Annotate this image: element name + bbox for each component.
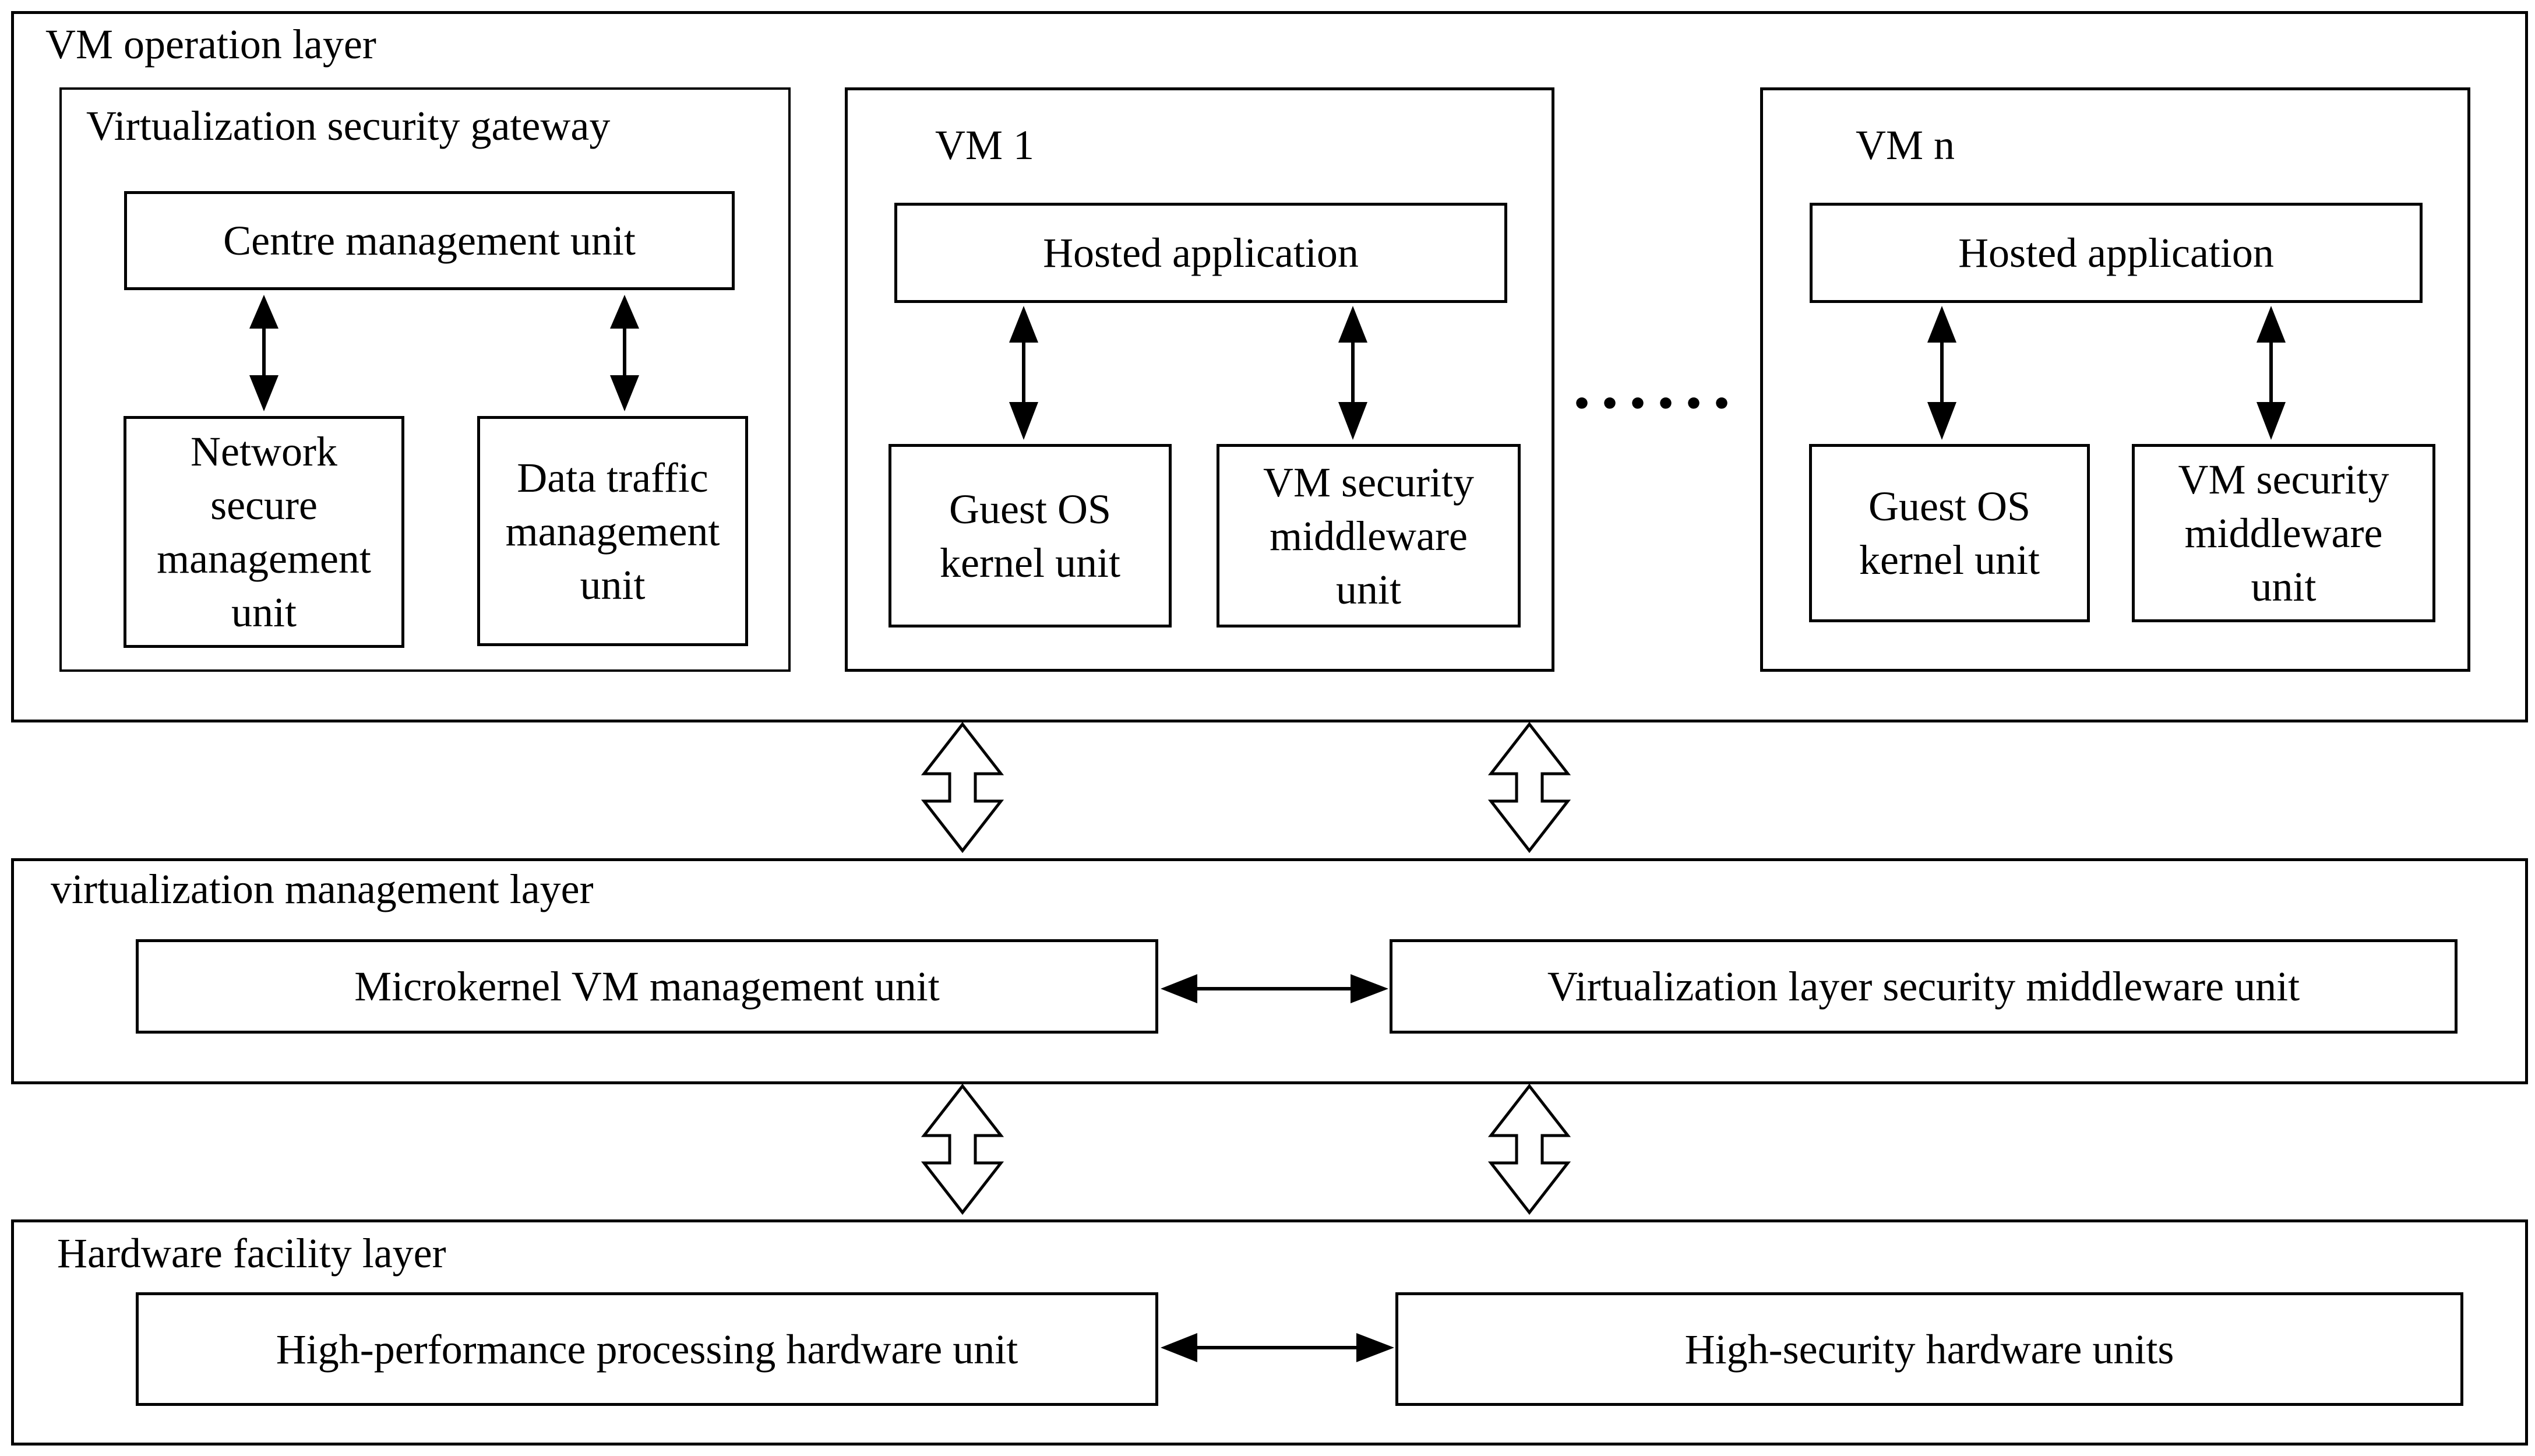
vm-n-title: VM n <box>1856 122 1955 168</box>
arrow-vm1-hosted-guest-os <box>1009 306 1038 440</box>
vm-n-hosted-application: Hosted application <box>1810 203 2423 303</box>
hollow-arrow-mgmt-to-hw-left <box>921 1083 1004 1215</box>
gateway-title: Virtualization security gateway <box>86 103 611 149</box>
network-secure-management-unit: Network secure management unit <box>124 416 404 648</box>
arrow-vm1-hosted-vm-security <box>1338 306 1367 440</box>
hollow-arrow-vm-to-mgmt-left <box>921 721 1004 854</box>
virtualization-management-layer-title: virtualization management layer <box>51 866 594 912</box>
hollow-arrow-vm-to-mgmt-right <box>1487 721 1571 854</box>
vm-ellipsis: ...... <box>1573 346 1741 423</box>
vm-1-vm-security-middleware-unit: VM security middleware unit <box>1217 444 1521 627</box>
microkernel-vm-management-unit: Microkernel VM management unit <box>136 939 1158 1034</box>
vm-n-guest-os-kernel-unit: Guest OS kernel unit <box>1809 444 2090 622</box>
vm-n-vm-security-middleware-unit: VM security middleware unit <box>2132 444 2435 622</box>
arrow-centre-network <box>249 295 278 411</box>
hollow-arrow-mgmt-to-hw-right <box>1487 1083 1571 1215</box>
vm-1-hosted-application: Hosted application <box>894 203 1507 303</box>
data-traffic-management-unit: Data traffic management unit <box>477 416 748 646</box>
hardware-facility-layer-title: Hardware facility layer <box>57 1230 446 1277</box>
arrow-vmn-hosted-guest-os <box>1927 306 1956 440</box>
high-security-hardware-units: High-security hardware units <box>1395 1292 2463 1406</box>
vm-1-title: VM 1 <box>935 122 1035 168</box>
arrow-vmn-hosted-vm-security <box>2257 306 2286 440</box>
vm-operation-layer-title: VM operation layer <box>45 21 376 68</box>
centre-management-unit: Centre management unit <box>124 191 735 290</box>
arrow-centre-data-traffic <box>610 295 639 411</box>
virtualization-layer-security-middleware-unit: Virtualization layer security middleware… <box>1390 939 2458 1034</box>
arrow-processing-security-hardware <box>1161 1333 1394 1362</box>
arrow-microkernel-security-middleware <box>1161 974 1388 1003</box>
high-performance-processing-hardware-unit: High-performance processing hardware uni… <box>136 1292 1158 1406</box>
vm-1-guest-os-kernel-unit: Guest OS kernel unit <box>889 444 1172 627</box>
